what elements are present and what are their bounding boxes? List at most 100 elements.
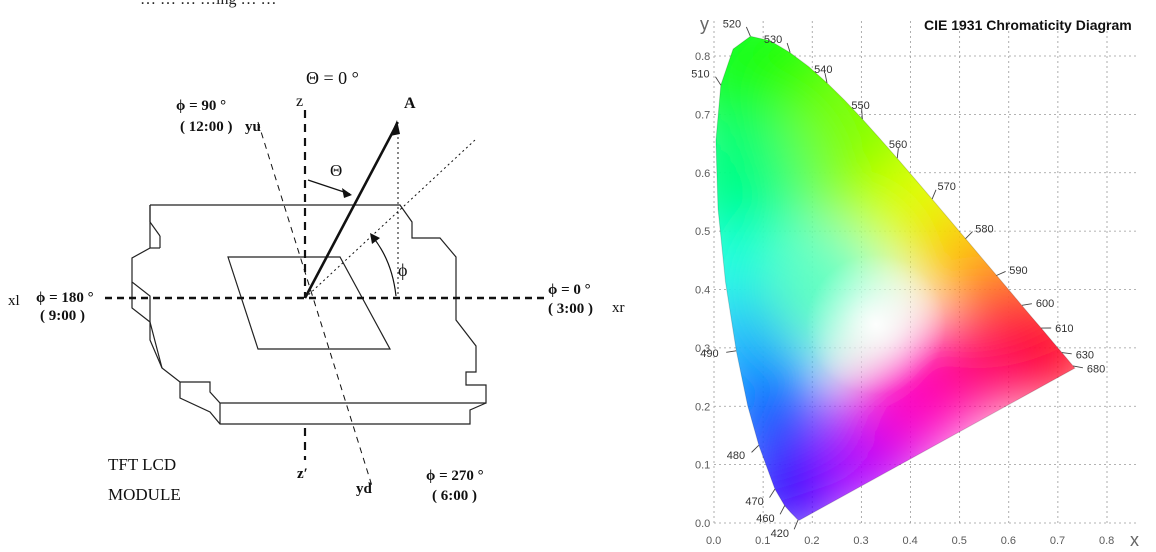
cie-x-tick-label: 0.1 — [755, 535, 770, 547]
cie-wavelength-label: 570 — [938, 181, 956, 193]
cie-color-blob — [860, 334, 981, 455]
xr-label: xr — [612, 300, 625, 316]
module-back-edge-2 — [149, 221, 161, 237]
phi-0-label: ϕ = 0 ° — [548, 282, 591, 298]
cie-wavelength-tick — [726, 350, 737, 353]
cie-wavelength-label: 540 — [814, 64, 832, 76]
cie-wavelength-tick — [715, 76, 722, 86]
cie-wavelength-label: 610 — [1055, 323, 1073, 335]
clock-12-label: ( 12:00 ) — [180, 119, 233, 135]
cie-wavelength-tick — [779, 505, 786, 515]
cie-x-tick-label: 0.8 — [1099, 535, 1114, 547]
cie-wavelength-tick — [861, 109, 863, 120]
cie-wavelength-label: 600 — [1036, 298, 1054, 310]
y-axis-line — [257, 121, 373, 487]
cie-title: CIE 1931 Chromaticity Diagram — [924, 17, 1132, 33]
cie-y-tick-label: 0.8 — [695, 51, 710, 63]
cie-wavelength-label: 590 — [1009, 265, 1027, 277]
cie-color-blob — [958, 251, 1059, 352]
cie-wavelength-tick — [996, 270, 1006, 276]
cie-color-blob — [715, 217, 804, 338]
cie-wavelength-ticks: 520 530 540 550 560 570 580 590 600 610 630 680 510 4… — [691, 18, 1105, 540]
module-bottom-edge — [131, 282, 163, 369]
cie-wavelength-tick — [793, 519, 799, 530]
cie-color-blob — [737, 432, 848, 521]
cie-wavelength-tick — [1021, 303, 1032, 306]
cie-wavelength-tick — [745, 26, 751, 37]
clock-9-label: ( 9:00 ) — [40, 308, 85, 324]
cie-color-blob — [715, 292, 809, 403]
cie-wavelength-label: 470 — [745, 496, 763, 508]
yd-label: yd — [356, 481, 373, 497]
cie-wavelength-tick — [1073, 365, 1084, 369]
cie-wavelength-label: 550 — [851, 100, 869, 112]
cie-wavelength-label: 420 — [771, 528, 789, 540]
phi-arc — [371, 235, 397, 297]
cie-wavelength-tick — [769, 488, 776, 498]
cie-wavelength-label: 520 — [723, 18, 741, 30]
cie-x-tick-label: 0.4 — [903, 535, 918, 547]
cie-wavelength-tick — [786, 42, 791, 53]
cie-wavelength-tick — [1061, 352, 1072, 355]
yu-label: yu — [245, 119, 261, 135]
theta-zero-label: Θ = 0 ° — [306, 68, 359, 88]
cie-x-tick-label: 0.5 — [952, 535, 967, 547]
cie-y-tick-label: 0.7 — [695, 109, 710, 121]
cie-x-tick-label: 0.6 — [1001, 535, 1016, 547]
cie-wavelength-tick — [931, 189, 937, 200]
cie-wavelength-label: 460 — [756, 513, 774, 525]
display-area — [227, 256, 392, 350]
phi-symbol: ϕ — [398, 260, 407, 280]
z-prime-label: z′ — [297, 466, 308, 482]
cie-x-axis-label: x — [1130, 530, 1139, 550]
cie-spectral-locus — [715, 35, 1076, 521]
cie-wavelength-tick — [896, 148, 899, 159]
cie-y-tick-label: 0.1 — [695, 460, 710, 472]
clock-6-label: ( 6:00 ) — [432, 488, 477, 504]
cie-color-blob — [762, 229, 883, 350]
cie-color-blob — [781, 69, 942, 230]
cie-wavelength-label: 530 — [764, 34, 782, 46]
cie-y-tick-label: 0.5 — [695, 226, 710, 238]
cie-wavelength-label: 630 — [1076, 349, 1094, 361]
theta-arc-arrowhead — [342, 188, 352, 198]
cie-y-tick-label: 0.2 — [695, 401, 710, 413]
point-a-label: A — [404, 95, 416, 112]
cie-wavelength-tick — [965, 231, 973, 240]
xl-label: xl — [8, 293, 20, 309]
cie-wavelength-label: 680 — [1087, 364, 1105, 376]
cie-wavelength-label: 560 — [889, 139, 907, 151]
theta-symbol: Θ — [330, 161, 342, 180]
projection-line — [304, 139, 476, 299]
cie-wavelength-tick — [824, 72, 828, 83]
cie-x-tick-label: 0.0 — [706, 535, 721, 547]
vector-a — [303, 123, 399, 299]
cie-y-tick-label: 0.4 — [695, 285, 710, 297]
module-top-face — [131, 204, 487, 404]
cie-wavelength-label: 580 — [975, 224, 993, 236]
cie-color-blob — [715, 36, 844, 158]
vector-a-arrowhead — [390, 120, 400, 136]
cie-color-fill — [715, 36, 1075, 521]
cie-wavelength-label: 490 — [700, 348, 718, 360]
cie-color-blob — [860, 147, 981, 268]
cie-x-tick-label: 0.2 — [804, 535, 819, 547]
phi-180-label: ϕ = 180 ° — [36, 290, 94, 306]
phi-270-label: ϕ = 270 ° — [426, 468, 484, 484]
cie-y-tick-label: 0.6 — [695, 168, 710, 180]
white-point-glow — [806, 254, 947, 395]
cropped-caption-text: … … … …ing … … — [140, 0, 276, 9]
axes — [105, 110, 545, 487]
clock-3-label: ( 3:00 ) — [548, 301, 593, 317]
cie-color-blob — [715, 114, 809, 255]
cie-y-axis-label: y — [700, 14, 709, 34]
cie-wavelength-label: 510 — [691, 68, 709, 80]
cie-color-blob — [919, 204, 1020, 305]
cropped-caption: … … … …ing … … — [0, 0, 320, 14]
cie-color-blob — [715, 36, 888, 193]
z-axis-label: z — [296, 93, 303, 110]
lcd-viewing-angle-diagram: Θ = 0 ° z A Θ ϕ ϕ = 90 ° ( 12:00 ) yu xl… — [8, 68, 625, 504]
phi-90-label: ϕ = 90 ° — [176, 98, 226, 114]
